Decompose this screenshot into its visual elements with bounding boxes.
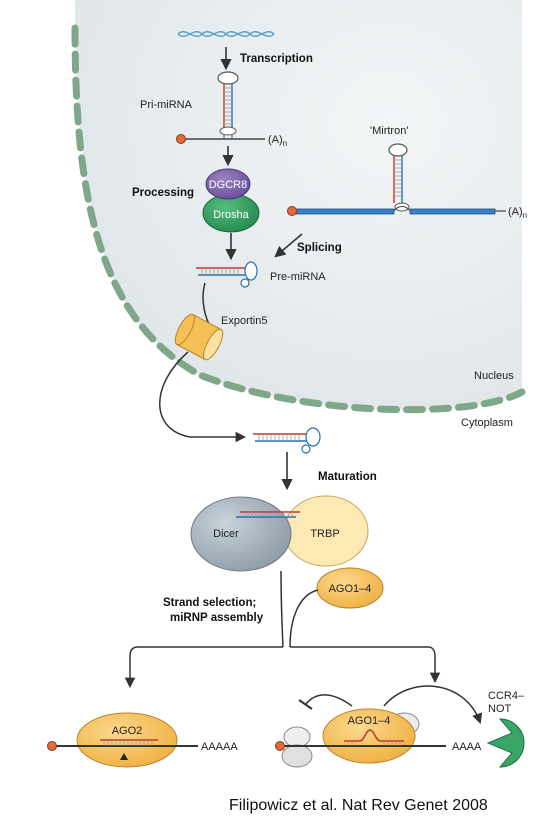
nucleus-region [75,0,522,410]
strand-selection-stem [280,570,284,648]
processing-label: Processing [132,187,194,199]
ago1-4-repression-complex [275,708,446,768]
drosha-label: Drosha [213,209,249,221]
ago1-4-bottom-label: AGO1–4 [348,715,391,727]
ccr4-label-1: CCR4– [488,690,525,702]
dna-helix-icon [177,31,275,37]
splicing-label: Splicing [297,242,342,254]
export-arrow [159,351,247,443]
pre-mirna-hairpin [196,261,258,288]
mirtron-hairpin [287,143,506,216]
maturation-label: Maturation [318,471,377,483]
exportin5-channel [174,313,224,361]
citation-text: Filipowicz et al. Nat Rev Genet 2008 [229,797,488,814]
cytoplasm-label: Cytoplasm [461,417,513,429]
branch-right-arrow [290,646,441,684]
aaaa-label: AAAA [452,741,482,753]
poly-a-label-1: (A)n [268,134,287,148]
ago2-cleavage-complex [47,712,198,768]
dicer-bound-duplex [236,511,300,518]
dicer-label: Dicer [213,528,239,540]
strand-selection-label-1: Strand selection; [163,597,256,609]
dicer-protein [190,496,292,572]
deadenylation-arrow [383,685,483,724]
ccr4-not-complex [486,718,525,768]
exportin5-label: Exportin5 [221,315,267,327]
pri-mirna-label: Pri-miRNA [140,99,193,111]
transcription-label: Transcription [240,53,313,65]
trbp-label: TRBP [310,528,339,540]
dgcr8-protein [205,168,251,200]
dgcr8-label: DGCR8 [209,179,248,191]
inhibition-bar [298,699,313,710]
strand-selection-label-2: miRNP assembly [170,612,264,624]
poly-a-label-2: (A)n [508,206,527,220]
ago-joining-path [289,589,319,648]
pre-mirna-label: Pre-miRNA [270,271,326,283]
inhibition-arrow [305,694,353,707]
nuclear-envelope [71,24,526,414]
ago2-label: AGO2 [112,725,143,737]
ago1-4-upper-protein [316,567,384,609]
aaaaa-label: AAAAA [201,741,238,753]
nucleus-label: Nucleus [474,370,514,382]
cytoplasmic-pre-mirna [253,427,321,454]
ccr4-label-2: NOT [488,703,512,715]
cleavage-site-icon [120,753,128,760]
pri-mirna-hairpin [176,71,265,144]
ago1-4-upper-label: AGO1–4 [329,583,372,595]
splicing-arrow [274,233,303,258]
branch-left-arrow [124,646,283,689]
mirtron-label: 'Mirtron' [370,125,408,137]
